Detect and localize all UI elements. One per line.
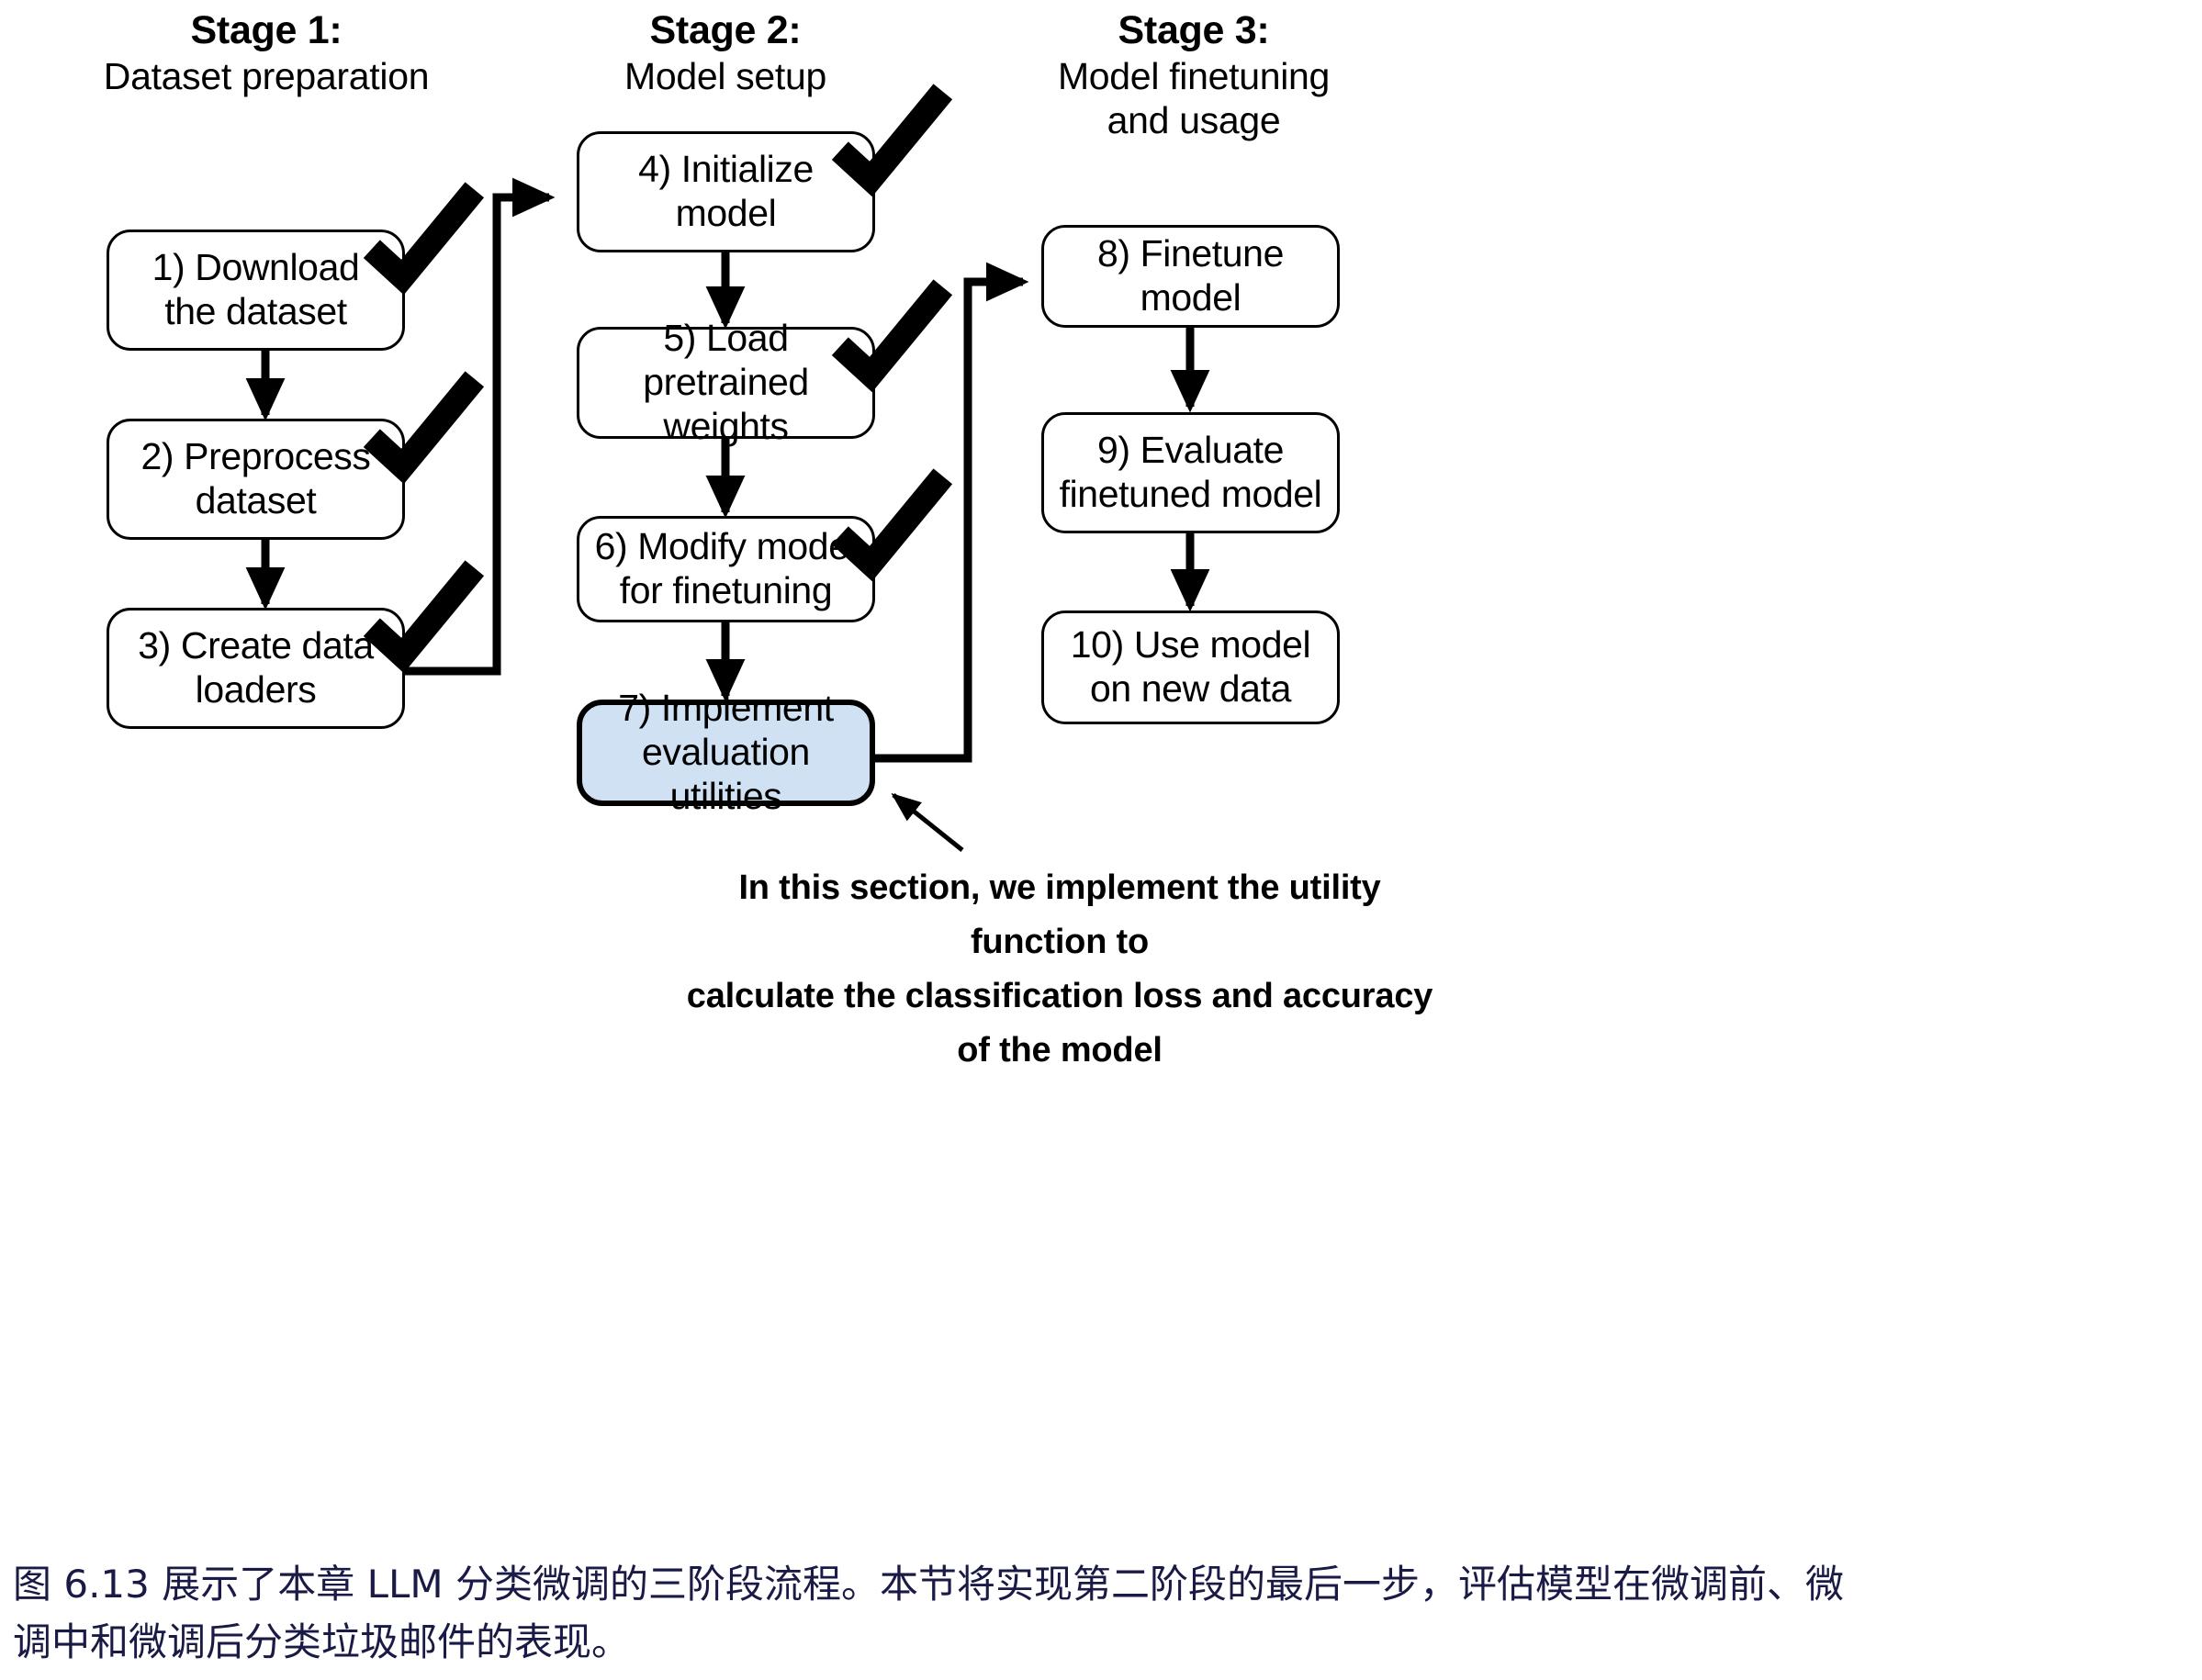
flow-box-5-line1: 5) Load pretrained: [643, 317, 809, 404]
flow-box-5-load-pretrained-weights[interactable]: 5) Load pretrained weights: [577, 317, 875, 447]
flow-box-6-modify-model-for-finetuning[interactable]: 6) Modify model for finetuning: [577, 516, 875, 622]
figure-caption-line-1: 图 6.13 展示了本章 LLM 分类微调的三阶段流程。本节将实现第二阶段的最后…: [13, 1562, 1844, 1607]
flow-box-4-line2: model: [675, 192, 777, 234]
flow-box-7-line1: 7) Implement: [618, 687, 834, 730]
annotation-line-1: In this section, we implement the utilit…: [738, 868, 1381, 961]
annotation-line-2: calculate the classification loss and ac…: [686, 976, 1433, 1070]
stage-1-subtitle: Dataset preparation: [103, 54, 430, 97]
flow-box-7-line2: evaluation utilities: [642, 731, 810, 817]
annotation-pointer-arrow: [891, 792, 964, 852]
checkmark-icon-box-6: [825, 461, 953, 589]
checkmark-icon-box-2: [356, 364, 485, 492]
flow-box-3-line2: loaders: [195, 668, 317, 711]
stage-3-title: Stage 3:: [1118, 8, 1270, 52]
flow-box-3-create-data-loaders[interactable]: 3) Create data loaders: [107, 608, 405, 729]
flow-box-2-line1: 2) Preprocess: [140, 435, 371, 478]
stage-1-title: Stage 1:: [190, 8, 343, 52]
flow-box-1-download-dataset[interactable]: 1) Download the dataset: [107, 230, 405, 351]
checkmark-icon-box-3: [356, 553, 485, 681]
figure-caption: 图 6.13 展示了本章 LLM 分类微调的三阶段流程。本节将实现第二阶段的最后…: [13, 1555, 2189, 1671]
flow-box-5-line2: weights: [663, 404, 789, 447]
flow-box-10-line2: on new data: [1089, 667, 1291, 710]
checkmark-icon-box-1: [356, 174, 485, 303]
flow-box-2-preprocess-dataset[interactable]: 2) Preprocess dataset: [107, 419, 405, 540]
stage-heading-3: Stage 3: Model finetuning and usage: [983, 7, 1405, 142]
flow-box-9-evaluate-finetuned-model[interactable]: 9) Evaluate finetuned model: [1041, 412, 1340, 533]
flow-box-4-line1: 4) Initialize: [638, 148, 814, 191]
flow-box-10-line1: 10) Use model: [1070, 623, 1311, 666]
flow-box-9-line1: 9) Evaluate: [1096, 429, 1284, 472]
flow-box-2-line2: dataset: [195, 479, 317, 521]
checkmark-icon-box-4: [825, 76, 953, 205]
flow-box-9-line2: finetuned model: [1059, 473, 1322, 515]
flow-box-7-implement-evaluation-utilities[interactable]: 7) Implement evaluation utilities: [577, 687, 875, 817]
stage-2-title: Stage 2:: [649, 8, 802, 52]
flow-box-10-use-model-on-new-data[interactable]: 10) Use model on new data: [1041, 610, 1340, 724]
figure-caption-line-2: 调中和微调后分类垃圾邮件的表现。: [13, 1619, 631, 1664]
stage-3-subtitle-line2: and usage: [1107, 99, 1281, 142]
stage-heading-2: Stage 2: Model setup: [514, 7, 937, 98]
flow-box-8-finetune-model[interactable]: 8) Finetune model: [1041, 225, 1340, 328]
flow-box-1-line2: the dataset: [164, 290, 347, 332]
flow-box-6-line1: 6) Modify model: [594, 525, 858, 568]
stage-3-subtitle-line1: Model finetuning: [1057, 54, 1331, 97]
flow-box-1-line1: 1) Download: [152, 246, 360, 289]
flow-box-6-line2: for finetuning: [619, 569, 833, 611]
annotation-text: In this section, we implement the utilit…: [680, 861, 1440, 1078]
stage-2-subtitle: Model setup: [624, 54, 827, 97]
stage-heading-1: Stage 1: Dataset preparation: [55, 7, 477, 98]
flow-box-8-line1: 8) Finetune model: [1096, 232, 1284, 319]
checkmark-icon-box-5: [825, 272, 953, 400]
flow-box-3-line1: 3) Create data: [138, 624, 374, 667]
